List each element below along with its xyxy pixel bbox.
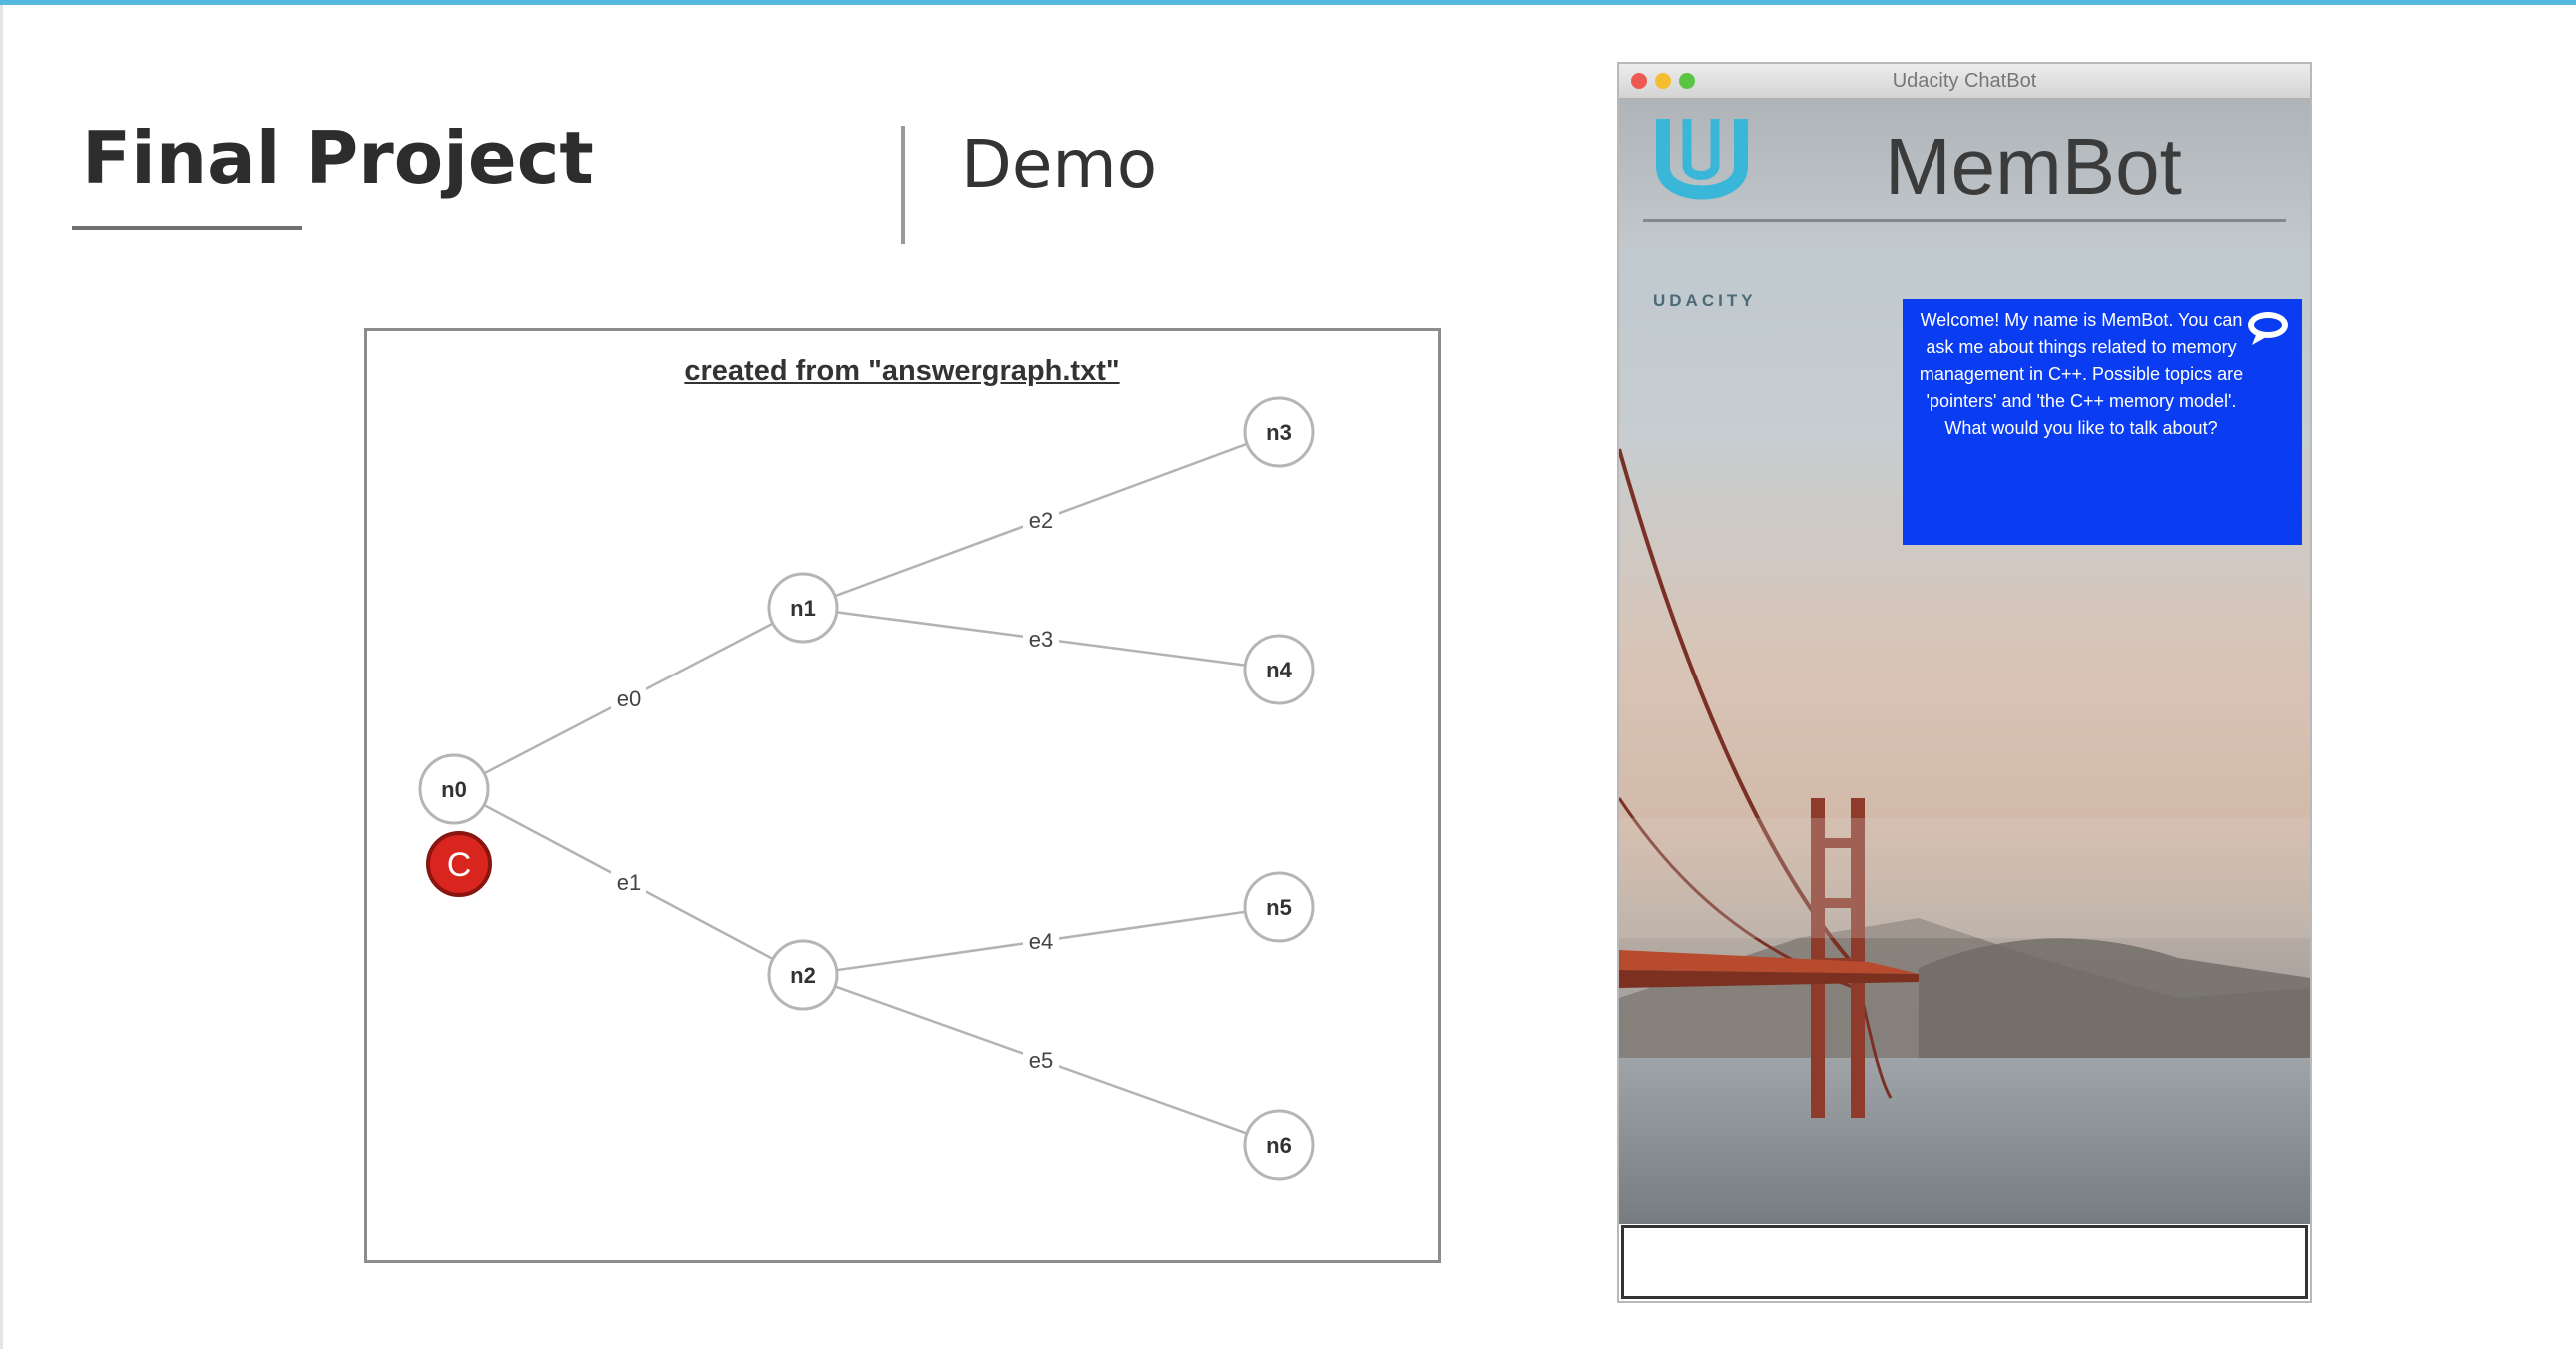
maximize-window-button[interactable] [1679, 73, 1695, 89]
graph-canvas: e0 e1 e2 e3 e4 e5 n0 n1 n2 n3 n4 n5 n6 C [418, 396, 1315, 1181]
slide-title: Final Project [82, 116, 594, 200]
graph-edge-label-bg [1023, 624, 1059, 654]
header-divider [1643, 219, 2286, 222]
window-title: Udacity ChatBot [1892, 70, 2037, 92]
close-window-button[interactable] [1631, 73, 1647, 89]
graph-node-n1 [767, 572, 839, 644]
graph-node-label: n0 [441, 777, 467, 802]
graph-node-n3 [1243, 396, 1315, 468]
graph-node-label: n2 [790, 963, 816, 988]
background-photo [1619, 99, 2310, 1224]
graph-node-label: n4 [1266, 658, 1292, 682]
graph-edge-label: e0 [617, 686, 641, 711]
title-underline [72, 226, 302, 230]
chat-input[interactable] [1621, 1225, 2308, 1299]
bot-message-bubble: Welcome! My name is MemBot. You can ask … [1903, 299, 2302, 545]
window-titlebar[interactable]: Udacity ChatBot [1619, 64, 2310, 99]
bot-avatar-icon [2248, 312, 2288, 345]
graph-edge-label-bg [611, 683, 646, 713]
app-name: MemBot [1885, 122, 2182, 211]
title-divider [901, 126, 905, 244]
graph-node-label: n3 [1266, 420, 1292, 445]
top-accent-bar [0, 0, 2576, 5]
graph-edge-label: e4 [1029, 929, 1053, 954]
left-edge-line [0, 5, 3, 1349]
app-header: MemBot [1619, 99, 2310, 249]
graph-edge-label-bg [611, 867, 646, 897]
graph-node-n2 [767, 939, 839, 1011]
graph-edge-label: e3 [1029, 627, 1053, 652]
chatbot-window: Udacity ChatBot [1617, 62, 2312, 1303]
graph-edge-label-bg [1023, 926, 1059, 956]
minimize-window-button[interactable] [1655, 73, 1671, 89]
udacity-logo [1649, 109, 1755, 224]
graph-node-label: n5 [1266, 895, 1292, 920]
slide-subtitle: Demo [961, 126, 1158, 203]
graph-edge-label: e1 [617, 870, 641, 895]
udacity-logo-icon [1656, 119, 1748, 200]
graph-node-n0 [418, 753, 490, 825]
bot-message-text: Welcome! My name is MemBot. You can ask … [1919, 310, 2244, 438]
current-node-marker [426, 831, 492, 897]
chat-area: MemBot UDACITY Welcome! My name is MemBo… [1619, 99, 2310, 1224]
graph-edge-label: e5 [1029, 1048, 1053, 1073]
graph-node-label: n1 [790, 596, 816, 621]
graph-node-n6 [1243, 1109, 1315, 1181]
graph-edge-label: e2 [1029, 508, 1053, 533]
graph-edge-label-bg [1023, 505, 1059, 535]
graph-node-n4 [1243, 634, 1315, 705]
graph-edge-label-bg [1023, 1045, 1059, 1075]
udacity-logo-text: UDACITY [1653, 291, 1757, 310]
current-node-marker-label: C [447, 846, 472, 884]
graph-caption: created from "answergraph.txt" [684, 355, 1120, 387]
graph-node-n5 [1243, 871, 1315, 943]
graph-node-label: n6 [1266, 1133, 1292, 1158]
